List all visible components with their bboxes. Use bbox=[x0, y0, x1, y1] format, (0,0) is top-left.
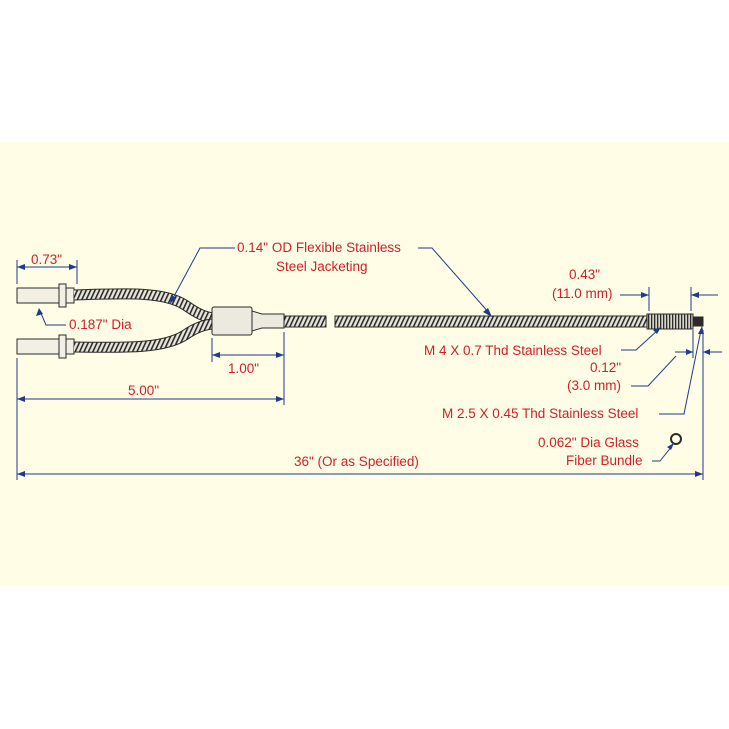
cable-segment-long bbox=[334, 315, 648, 328]
label-bundle-line2: Fiber Bundle bbox=[566, 453, 643, 468]
label-thread-m25: M 2.5 X 0.45 Thd Stainless Steel bbox=[442, 406, 638, 421]
label-dim-500: 5.00" bbox=[128, 383, 159, 398]
label-dim-012-mm: (3.0 mm) bbox=[567, 378, 621, 393]
upper-tip-assembly bbox=[16, 283, 75, 308]
leader-jacketing-left bbox=[171, 247, 235, 301]
label-thread-m4: M 4 X 0.7 Thd Stainless Steel bbox=[424, 343, 602, 358]
leader-thread-m4 bbox=[621, 329, 659, 351]
fiber-bundle-end-icon bbox=[652, 433, 682, 462]
leader-thread-m25 bbox=[659, 329, 702, 415]
label-dim-073: 0.73" bbox=[31, 252, 62, 267]
drawing-background bbox=[0, 142, 729, 585]
dimension-100 bbox=[211, 332, 285, 362]
label-dim-36: 36" (Or as Specified) bbox=[294, 454, 419, 469]
label-jacket-line2: Steel Jacketing bbox=[276, 259, 368, 274]
label-dia-0187: 0.187" Dia bbox=[69, 317, 132, 332]
label-dim-100: 1.00" bbox=[228, 361, 259, 376]
m2.5-thread-tip bbox=[692, 316, 704, 327]
dimension-36 bbox=[16, 358, 704, 480]
label-dim-043: 0.43" bbox=[569, 267, 600, 282]
lower-tip-assembly bbox=[16, 334, 75, 359]
dimension-012 bbox=[631, 330, 722, 387]
label-bundle-line1: 0.062" Dia Glass bbox=[538, 435, 639, 450]
upper-jacket-branch-coil bbox=[73, 289, 216, 323]
dimension-043 bbox=[620, 287, 718, 311]
lower-jacket-branch-coil bbox=[73, 319, 216, 352]
label-jacket-line1: 0.14" OD Flexible Stainless bbox=[237, 240, 401, 255]
label-dim-012: 0.12" bbox=[590, 360, 621, 375]
m4-thread-section bbox=[646, 313, 694, 330]
leader-jacketing-right bbox=[418, 247, 491, 315]
dimension-500 bbox=[16, 358, 285, 405]
label-dim-043-mm: (11.0 mm) bbox=[552, 286, 613, 301]
breakout-tube bbox=[211, 306, 285, 336]
cable-segment-short bbox=[283, 315, 327, 328]
dimension-073 bbox=[16, 260, 78, 284]
leader-dia-0187 bbox=[39, 310, 66, 326]
